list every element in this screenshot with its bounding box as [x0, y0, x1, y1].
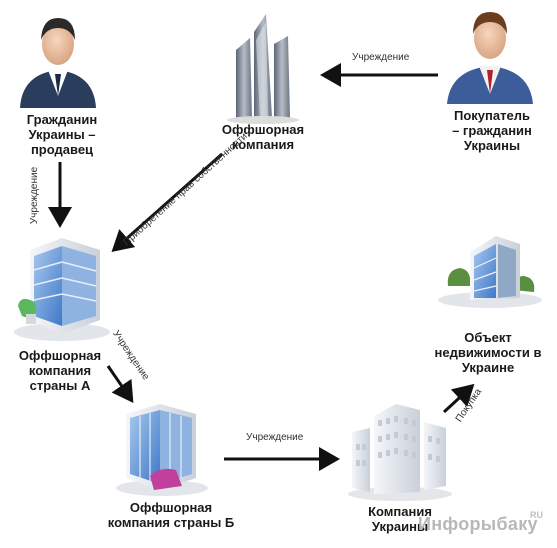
- arrow-company-ukraine-to-property: [442, 383, 475, 414]
- buyer-label: Покупатель – гражданин Украины: [452, 108, 532, 153]
- buyer-person-icon: [447, 12, 533, 104]
- property-building-icon: [438, 236, 542, 308]
- watermark-text: Инфорыбаку: [418, 514, 538, 534]
- offshore-a-label: Оффшорная компания страны А: [18, 348, 102, 393]
- company-ukraine-buildings-icon: [348, 404, 452, 501]
- offshore-b-label: Оффшорная компания страны Б: [107, 500, 235, 530]
- edge-label-offshore-b-to-company-ukraine: Учреждение: [246, 432, 304, 443]
- arrow-offshore-to-offshore-a: [111, 152, 223, 252]
- edge-label-buyer-to-offshore: Учреждение: [352, 52, 410, 63]
- seller-label: Гражданин Украины – продавец: [26, 112, 98, 157]
- company-ukraine-label: Компания Украины: [368, 504, 432, 534]
- seller-person-icon: [20, 18, 96, 108]
- edge-label-seller-to-offshore-a: Учреждение: [29, 166, 41, 225]
- watermark-sup: RU: [530, 510, 543, 520]
- offshore-company-label: Оффшорная компания: [221, 122, 305, 152]
- offshore-b-building-icon: [116, 404, 208, 496]
- offshore-company-towers-icon: [227, 14, 299, 124]
- arrow-offshore-a-to-offshore-b: [106, 365, 134, 403]
- offshore-a-building-icon: [14, 238, 110, 341]
- property-label: Объект недвижимости в Украине: [434, 330, 542, 375]
